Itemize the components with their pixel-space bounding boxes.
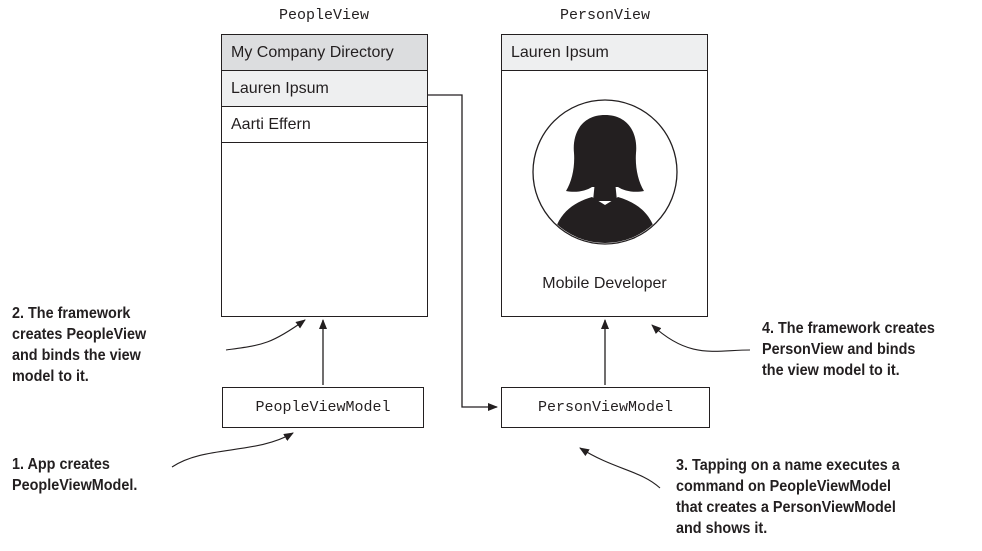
note-line: 3. Tapping on a name executes a: [676, 457, 900, 474]
person-view-title: PersonView: [559, 7, 650, 24]
note-line: the view model to it.: [762, 362, 900, 379]
note-line: that creates a PersonViewModel: [676, 499, 896, 516]
note-step2: 2. The framework creates PeopleView and …: [12, 303, 146, 387]
note-step3: 3. Tapping on a name executes a command …: [676, 455, 900, 539]
callout-curve-step3: [579, 447, 661, 489]
list-item-aarti-effern[interactable]: Aarti Effern: [222, 107, 427, 143]
note-line: and shows it.: [676, 520, 768, 537]
note-line: 4. The framework creates: [762, 320, 935, 337]
note-line: 1. App creates: [12, 456, 110, 473]
people-view-model-label: PeopleViewModel: [255, 399, 391, 416]
people-view-title: PeopleView: [278, 7, 369, 24]
callout-curve-step1: [171, 432, 294, 468]
callout-curve-step2: [225, 319, 306, 351]
note-line: creates PeopleView: [12, 326, 147, 343]
directory-header-label: My Company Directory: [231, 43, 394, 61]
person-silhouette-icon: [532, 99, 678, 245]
callout-curve-step4: [651, 324, 751, 352]
people-view-model-box: PeopleViewModel: [222, 387, 424, 428]
note-step1: 1. App creates PeopleViewModel.: [12, 454, 137, 496]
note-step4: 4. The framework creates PersonView and …: [762, 318, 935, 381]
note-line: and binds the view: [12, 347, 141, 364]
note-line: PeopleViewModel.: [12, 477, 138, 494]
list-item-label: Aarti Effern: [231, 115, 311, 133]
list-item-label: Lauren Ipsum: [231, 79, 329, 97]
note-line: model to it.: [12, 368, 89, 385]
note-line: command on PeopleViewModel: [676, 478, 891, 495]
person-header-label: Lauren Ipsum: [511, 43, 609, 61]
list-item-lauren-ipsum[interactable]: Lauren Ipsum: [222, 71, 427, 107]
note-line: 2. The framework: [12, 305, 131, 322]
person-view-model-label: PersonViewModel: [537, 399, 674, 416]
navigate-arrow: [428, 94, 498, 411]
directory-header: My Company Directory: [222, 35, 427, 71]
note-line: PersonView and binds: [762, 341, 916, 358]
person-view-model-box: PersonViewModel: [501, 387, 710, 428]
people-view-screen: My Company Directory Lauren Ipsum Aarti …: [221, 34, 428, 317]
person-header: Lauren Ipsum: [502, 35, 707, 71]
person-role: Mobile Developer: [542, 275, 667, 292]
person-view-screen: Lauren Ipsum Mobile Developer: [501, 34, 708, 317]
